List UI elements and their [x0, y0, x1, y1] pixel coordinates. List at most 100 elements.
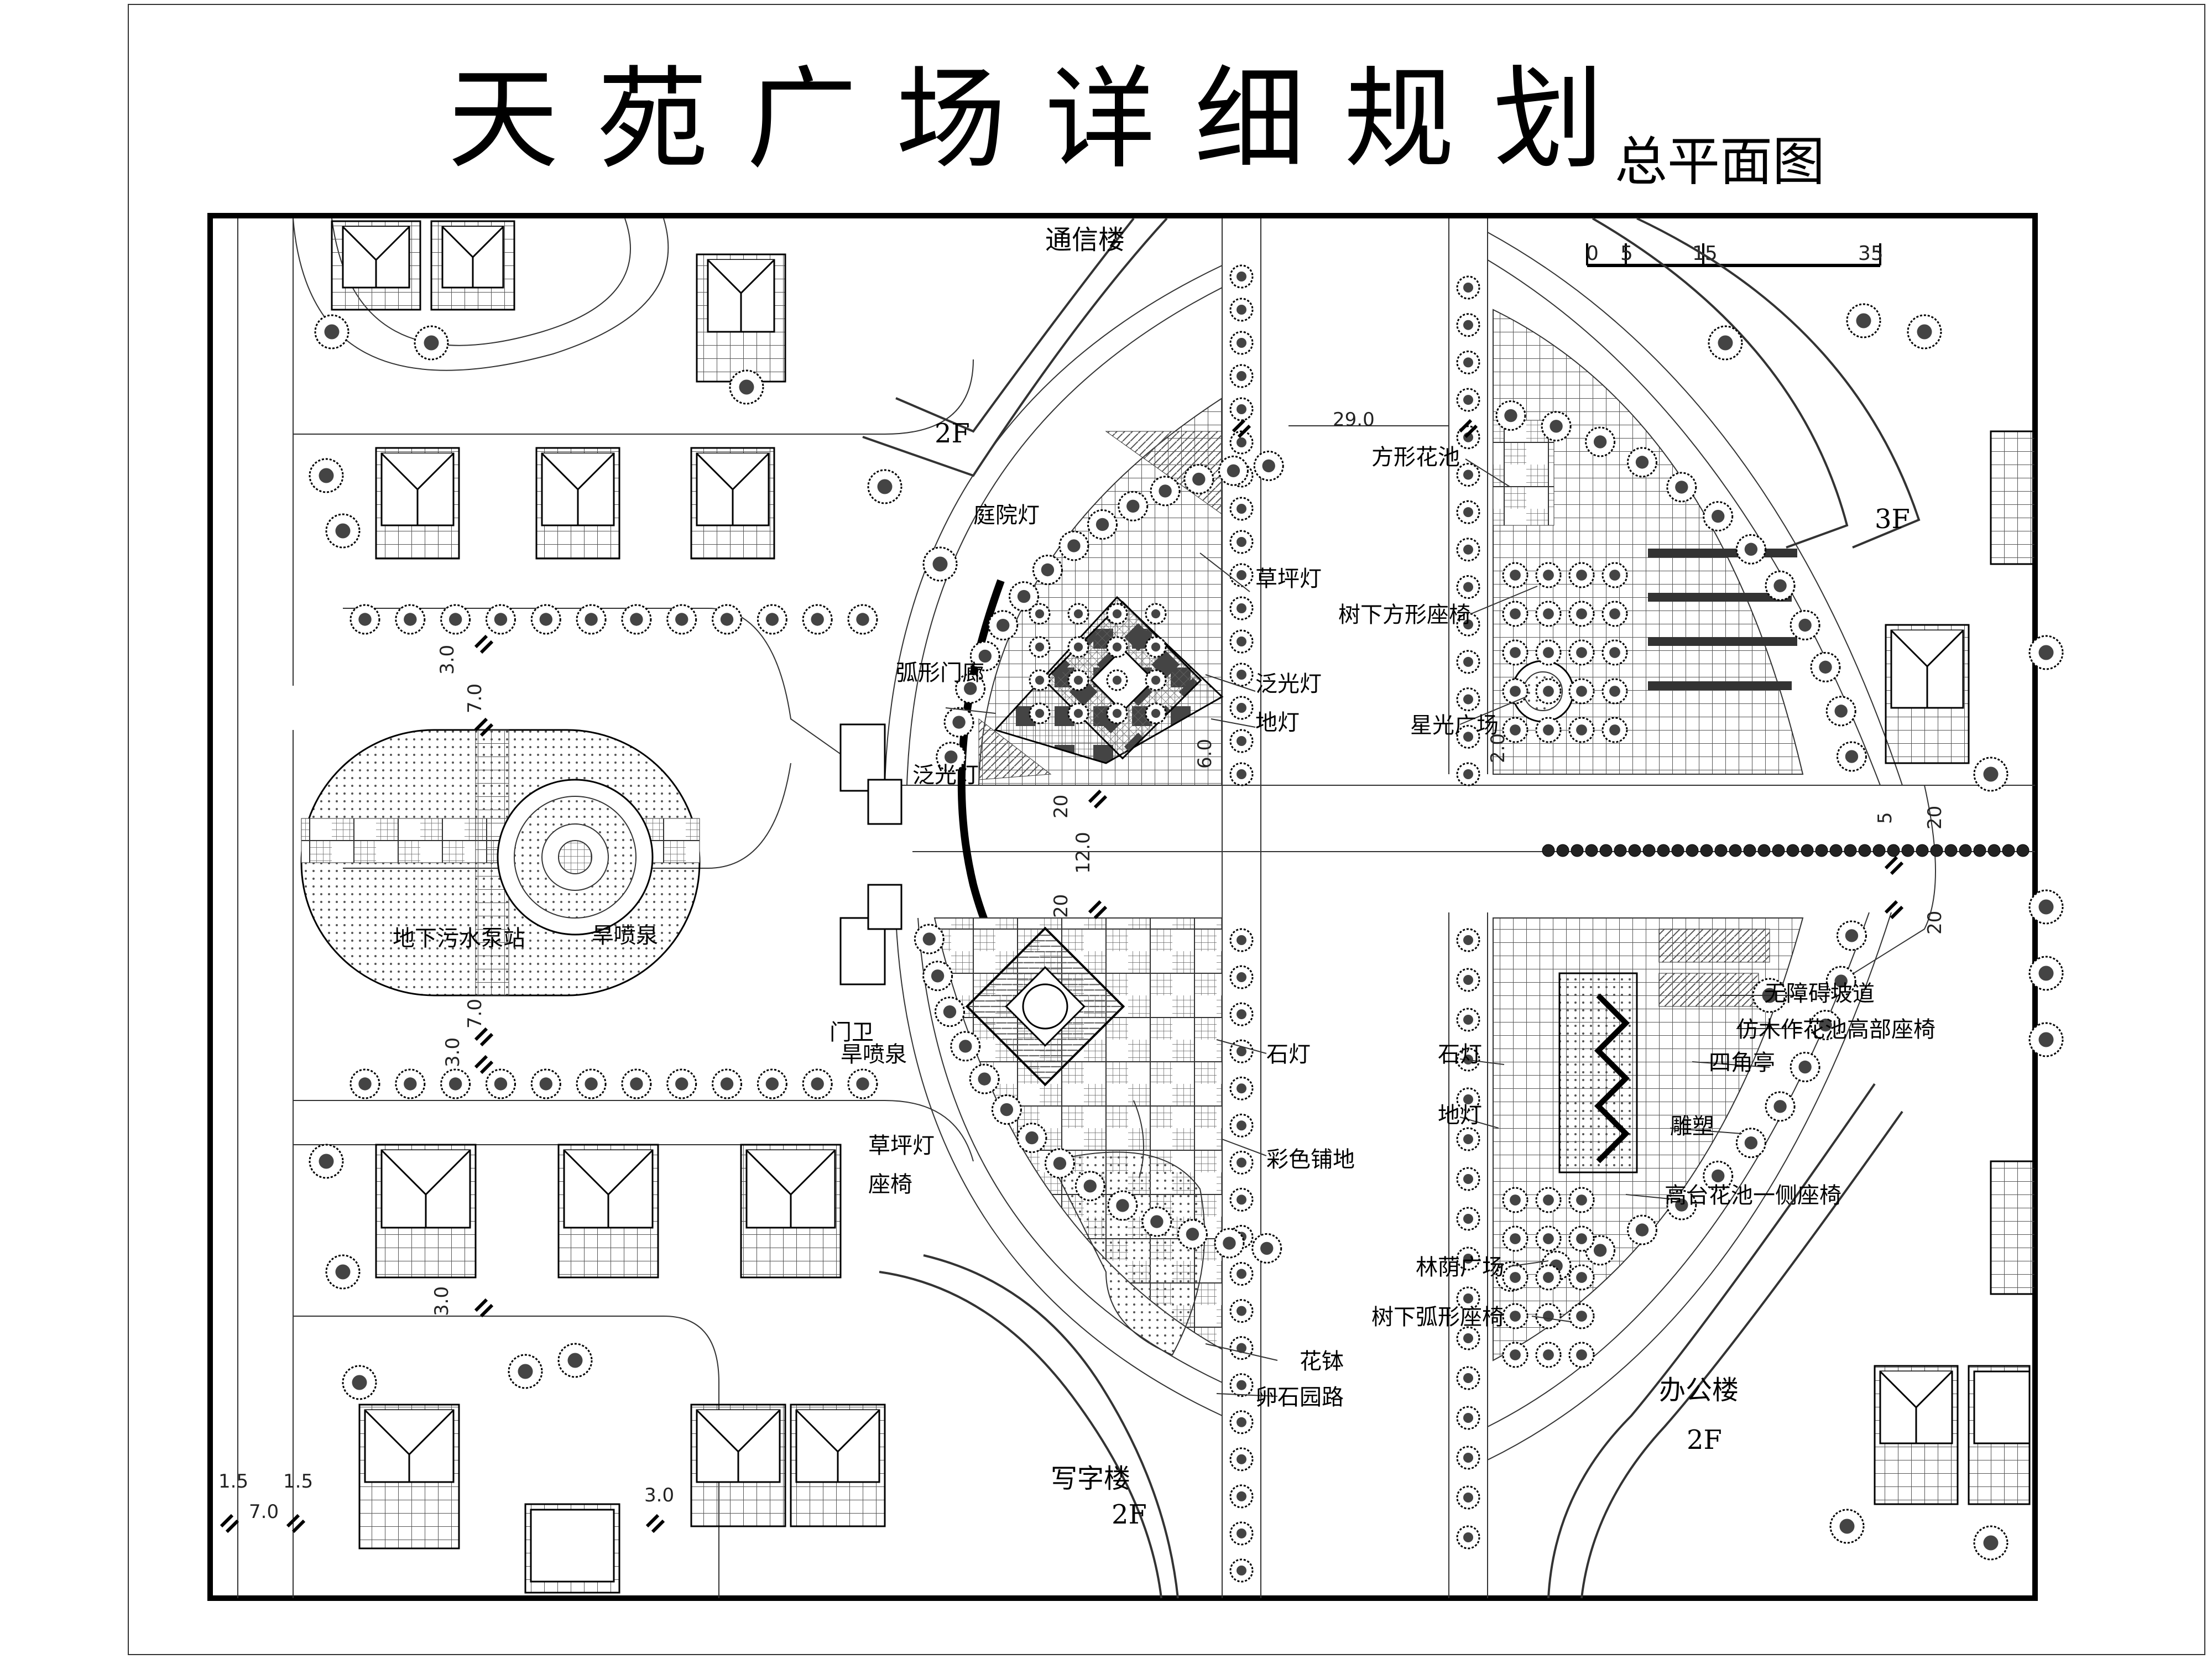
tree-symbol — [557, 1343, 593, 1378]
hedge-shrub — [1642, 844, 1656, 857]
label-dry-fountain-left: 旱喷泉 — [592, 923, 658, 948]
label-guard: 门卫 — [830, 1020, 874, 1045]
tree-symbol — [1229, 298, 1254, 322]
hedge-shrub — [1729, 844, 1742, 857]
tree-symbol — [991, 1094, 1022, 1125]
hedge-shrub — [1887, 844, 1900, 857]
tree-symbol — [1229, 1447, 1254, 1472]
tree-symbol — [1456, 1286, 1480, 1311]
tree-symbol — [1218, 455, 1249, 486]
tree-symbol — [1145, 702, 1167, 724]
tree-symbol — [1067, 669, 1089, 691]
tree-symbol — [576, 604, 607, 635]
dim-20-east-upper: 20 — [1924, 806, 1946, 830]
tree-symbol — [1535, 717, 1562, 743]
tree-symbol — [1087, 509, 1118, 540]
tree-symbol — [1601, 562, 1628, 588]
tree-symbol — [349, 604, 380, 635]
tree-symbol — [1214, 1228, 1245, 1259]
tree-symbol — [1495, 400, 1526, 431]
tree-symbol — [1502, 1342, 1528, 1368]
tree-symbol — [1229, 729, 1254, 753]
tree-symbol — [1666, 1190, 1697, 1220]
tree-symbol — [1183, 463, 1214, 494]
tree-symbol — [1456, 275, 1480, 300]
tree-symbol — [1229, 1039, 1254, 1063]
hedge-shrub — [1973, 844, 1986, 857]
tree-symbol — [1456, 1406, 1480, 1430]
tree-symbol — [1229, 662, 1254, 687]
tree-symbol — [1229, 1002, 1254, 1026]
tree-symbol — [1229, 1262, 1254, 1286]
tree-symbol — [1708, 325, 1743, 361]
tree-symbol — [1846, 303, 1881, 338]
tree-symbol — [1568, 639, 1595, 666]
label-wood-planter-bench: 仿木作花池高部座椅 — [1736, 1017, 1936, 1042]
tree-symbol — [1627, 1214, 1658, 1245]
tree-symbol — [1790, 1052, 1820, 1083]
label-bench: 座椅 — [868, 1172, 912, 1197]
tree-symbol — [666, 1068, 697, 1099]
hedge-shrub — [1757, 844, 1771, 857]
tree-symbol — [621, 1068, 652, 1099]
tree-symbol — [1585, 426, 1616, 457]
label-dry-fountain-center: 旱喷泉 — [841, 1042, 907, 1067]
tree-symbol — [1502, 1187, 1528, 1213]
tree-symbol — [395, 1068, 426, 1099]
tree-symbol — [1765, 570, 1796, 601]
tree-symbol — [1456, 1127, 1480, 1151]
tree-symbol — [1735, 534, 1766, 565]
tree-symbol — [1456, 968, 1480, 992]
tree-symbol — [440, 604, 471, 635]
plan-title: 天苑广场详细规划 — [448, 55, 1642, 184]
hedge-shrub — [1671, 844, 1684, 857]
label-courtyard-lamp: 庭院灯 — [973, 503, 1040, 528]
building-tongxin: 通信楼 — [1045, 225, 1125, 255]
hedge-shrub — [1628, 844, 1641, 857]
tree-symbol — [1229, 762, 1254, 786]
tree-symbol — [530, 604, 561, 635]
tree-symbol — [508, 1354, 543, 1389]
oval-garden — [300, 729, 701, 997]
tree-symbol — [1568, 1264, 1595, 1291]
tree-symbol — [969, 640, 1000, 671]
tree-symbol — [1456, 1167, 1480, 1191]
hedge-shrub — [1556, 844, 1569, 857]
hedge-shrub — [1815, 844, 1828, 857]
tree-symbol — [1907, 314, 1942, 349]
tree-symbol — [1456, 313, 1480, 337]
tree-symbol — [1836, 741, 1867, 772]
tree-symbol — [1251, 1233, 1282, 1264]
tree-symbol — [936, 742, 967, 773]
scale-tick-0: 0 — [1586, 242, 1599, 265]
tree-symbol — [988, 610, 1019, 641]
tree-symbol — [1016, 1123, 1047, 1154]
tree-symbol — [1106, 603, 1128, 625]
tree-symbol — [2028, 635, 2064, 670]
label-sculpture: 雕塑 — [1670, 1114, 1714, 1139]
tree-symbol — [1029, 636, 1051, 658]
label-lawn-lamp: 草坪灯 — [1255, 566, 1322, 592]
hedge-shrub — [1872, 844, 1886, 857]
tree-symbol — [1765, 1091, 1796, 1122]
tree-symbol — [2028, 889, 2064, 925]
plan-subtitle: 总平面图 — [1615, 132, 1825, 192]
tree-symbol — [1568, 1225, 1595, 1252]
leader-lines — [945, 425, 1803, 1397]
tree-symbol — [1058, 530, 1089, 561]
label-ramp: 无障碍坡道 — [1764, 981, 1875, 1006]
tree-symbol — [440, 1068, 471, 1099]
tree-symbol — [1502, 639, 1528, 666]
tree-symbol — [934, 997, 965, 1027]
building-bangong: 办公楼 — [1659, 1375, 1739, 1406]
tree-symbol — [1790, 609, 1820, 640]
tree-symbol — [309, 1144, 344, 1179]
tree-symbol — [1456, 687, 1480, 712]
hedge-shrub — [2002, 844, 2015, 857]
hedge-shrub — [1944, 844, 1958, 857]
tree-symbol — [1009, 581, 1040, 612]
tree-symbol — [325, 1254, 361, 1290]
tree-symbol — [1535, 1342, 1562, 1368]
label-raised-planter-bench: 高台花池一侧座椅 — [1665, 1183, 1841, 1208]
tree-symbol — [1150, 476, 1181, 507]
